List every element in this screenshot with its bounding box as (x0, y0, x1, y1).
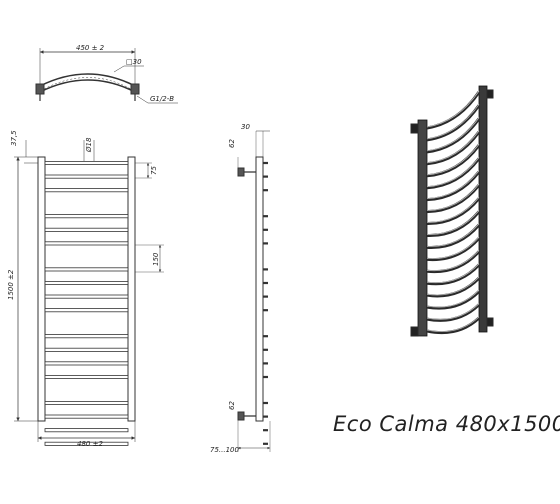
perspective-rail (426, 131, 481, 166)
top-view (35, 48, 178, 104)
perspective-rail-highlight (426, 316, 480, 333)
perspective-rail-highlight (426, 170, 480, 199)
perspective-rail-highlight (426, 290, 480, 308)
perspective-rail-highlight (426, 276, 480, 296)
front-rail (44, 280, 129, 285)
front-view (14, 140, 164, 442)
connector-bottom-dim: 62 (228, 401, 236, 410)
perspective-rail (426, 170, 481, 202)
front-rail (44, 214, 129, 219)
perspective-rail-highlight (426, 157, 480, 188)
front-rail (44, 308, 129, 313)
front-rail (44, 414, 129, 419)
perspective-rail-highlight (426, 223, 480, 247)
front-rail (44, 441, 129, 446)
perspective-rail-highlight (426, 130, 480, 164)
perspective-rail (426, 91, 481, 130)
front-rail (44, 347, 129, 352)
perspective-rail (426, 316, 481, 335)
perspective-rail-highlight (426, 143, 480, 176)
perspective-rail (426, 290, 481, 310)
front-rail (44, 334, 129, 339)
front-rail (44, 174, 129, 179)
perspective-rail-highlight (426, 250, 480, 272)
front-rail (44, 294, 129, 299)
perspective-rail (426, 117, 481, 154)
perspective-rail (426, 184, 481, 214)
front-rail (44, 188, 129, 193)
front-rail (44, 361, 129, 366)
tube-diameter-dim: Ø18 (85, 137, 93, 153)
perspective-rail-highlight (426, 104, 480, 140)
front-width-dim: 480 ±2 (77, 440, 103, 448)
perspective-rail (426, 144, 481, 178)
side-depth-dim: 30 (241, 123, 250, 131)
top-offset-dim: 37,5 (10, 130, 18, 146)
thread-label: G1/2-B (150, 95, 174, 103)
perspective-rail (426, 303, 481, 322)
front-rail (44, 400, 129, 405)
perspective-rail-highlight (426, 183, 480, 211)
perspective-render (410, 85, 494, 337)
perspective-rail-highlight (426, 236, 480, 259)
product-title: Eco Calma 480x1500 (333, 412, 560, 436)
perspective-rail (426, 157, 481, 190)
perspective-rail (426, 263, 481, 286)
side-view (237, 130, 271, 452)
perspective-rail-highlight (426, 90, 480, 128)
front-rail (44, 160, 129, 165)
height-dim: 1500 ±2 (7, 269, 15, 300)
perspective-rail (426, 197, 481, 226)
front-rails (44, 160, 129, 446)
wall-distance-dim: 75...100 (210, 446, 239, 454)
perspective-rail (426, 210, 481, 238)
perspective-rail-highlight (426, 117, 480, 152)
front-rail (44, 227, 129, 232)
pipe-profile-label: □30 (126, 58, 142, 66)
front-rail (44, 267, 129, 272)
perspective-rail (426, 237, 481, 262)
front-rail (44, 428, 129, 433)
perspective-rails (426, 90, 481, 335)
connector-top-dim: 62 (228, 139, 236, 148)
perspective-rail (426, 250, 481, 274)
perspective-rail-highlight (426, 197, 480, 223)
front-rail (44, 241, 129, 246)
front-rail (44, 374, 129, 379)
top-width-dim: 450 ± 2 (76, 44, 105, 52)
perspective-rail-highlight (426, 303, 480, 320)
side-rails (263, 161, 268, 445)
spacing-small-dim: 75 (150, 166, 158, 175)
perspective-rail (426, 104, 481, 142)
perspective-rail-highlight (426, 263, 480, 284)
perspective-rail (426, 223, 481, 249)
perspective-rail-highlight (426, 210, 480, 235)
perspective-rail (426, 277, 481, 298)
spacing-gap-dim: 150 (152, 252, 160, 266)
